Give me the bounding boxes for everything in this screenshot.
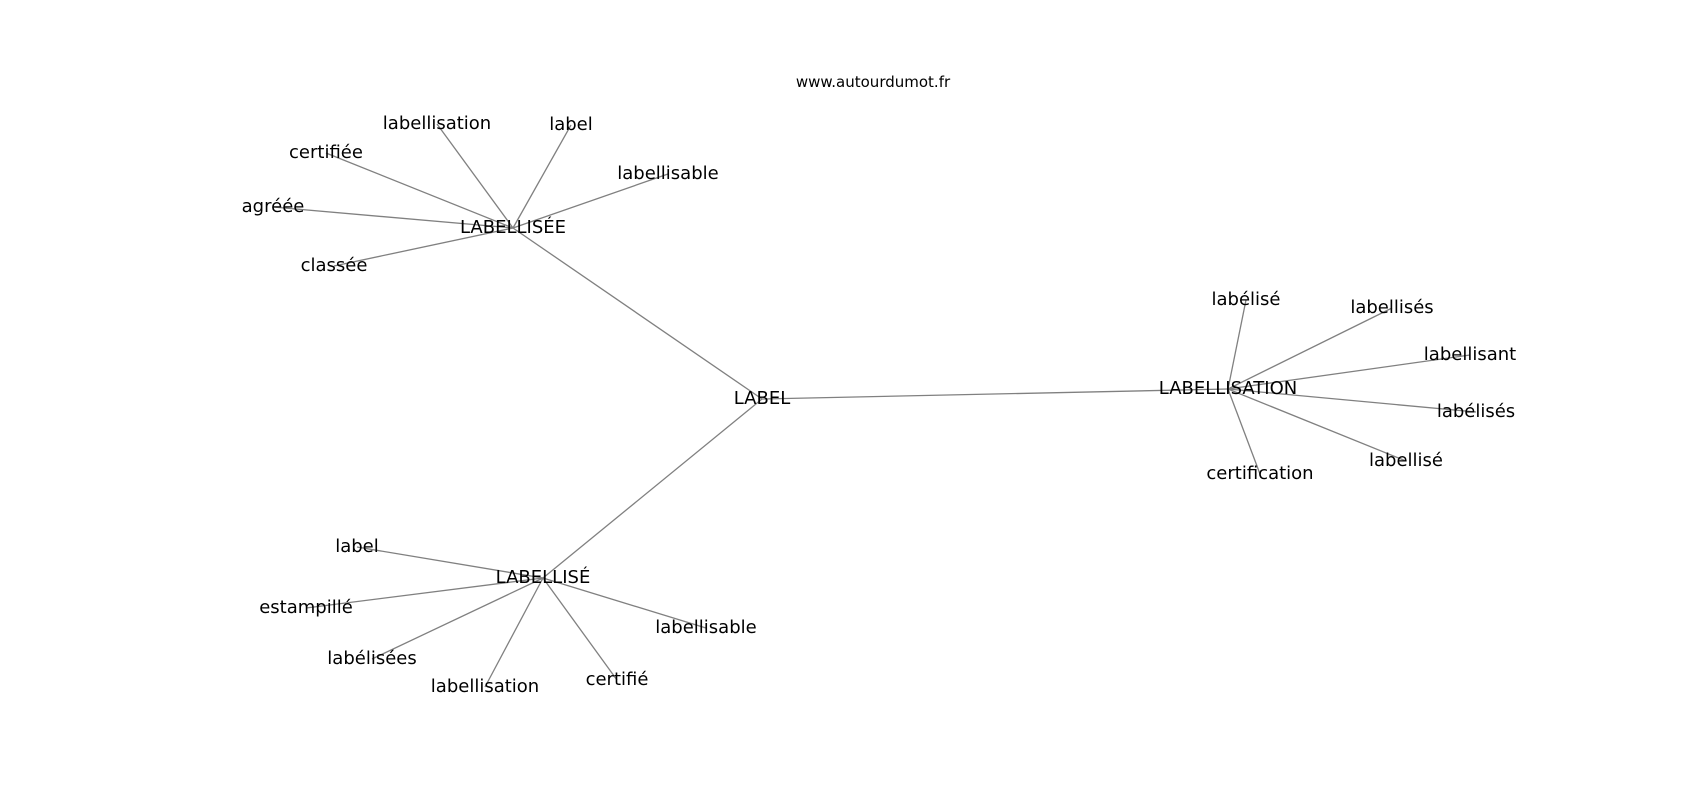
node-center-label[interactable]: LABEL <box>734 388 791 409</box>
edge-labellise-labellisable <box>542 577 707 629</box>
edge-center-labellisation <box>761 388 1229 400</box>
node-word-labellisee-agreee[interactable]: agréée <box>242 196 305 217</box>
node-word-labellisee-labellisation[interactable]: labellisation <box>383 113 491 134</box>
edge-center-labellise <box>542 398 763 579</box>
edge-labellisation-labellisant <box>1227 354 1471 390</box>
edge-labellisee-agreee <box>272 206 514 229</box>
edge-labellise-labellisation <box>484 577 544 688</box>
node-word-labellise-estampille[interactable]: estampillé <box>259 597 353 618</box>
node-word-labellisee-label[interactable]: label <box>549 114 593 135</box>
graph-edges <box>272 123 1477 688</box>
site-credit: www.autourdumot.fr <box>796 73 951 91</box>
node-word-labellise-labellisable[interactable]: labellisable <box>655 617 756 638</box>
edge-labellisee-classee <box>333 227 514 267</box>
node-hub-labellisee[interactable]: LABELLISÉE <box>460 216 566 238</box>
edge-labellise-certifie <box>542 577 618 681</box>
edge-labellisation-labelises <box>1227 388 1477 413</box>
edge-labellisee-certifiee <box>325 152 514 229</box>
node-word-labellisee-certifiee[interactable]: certifiée <box>289 142 363 163</box>
edge-labellisation-labellise <box>1227 388 1407 462</box>
node-word-labellisation-labelise[interactable]: labélisé <box>1212 289 1281 310</box>
node-hub-labellisation[interactable]: LABELLISATION <box>1159 378 1297 399</box>
edge-labellise-label <box>356 546 544 579</box>
node-word-labellisee-classee[interactable]: classée <box>301 255 368 276</box>
edge-labellisee-label <box>512 124 572 229</box>
node-hub-labellise[interactable]: LABELLISÉ <box>496 566 591 588</box>
edge-labellisation-labelise <box>1227 299 1247 390</box>
node-word-labellisation-labelises[interactable]: labélisés <box>1437 401 1515 422</box>
node-word-labellisee-labellisable[interactable]: labellisable <box>617 163 718 184</box>
edge-labellise-estampille <box>305 577 544 609</box>
node-word-labellisation-certification[interactable]: certification <box>1206 463 1313 484</box>
node-word-labellise-labellisation[interactable]: labellisation <box>431 676 539 697</box>
node-word-labellise-labelisees[interactable]: labélisées <box>327 648 416 669</box>
edge-labellisee-labellisation <box>436 123 514 229</box>
node-word-labellisation-labellise[interactable]: labellisé <box>1369 450 1443 471</box>
edge-labellisation-certification <box>1227 388 1261 475</box>
edge-labellise-labelisees <box>371 577 544 660</box>
edge-labellisation-labellises <box>1227 307 1393 390</box>
node-word-labellise-certifie[interactable]: certifié <box>586 669 649 690</box>
edge-labellisee-labellisable <box>512 173 669 229</box>
node-word-labellisation-labellisant[interactable]: labellisant <box>1424 344 1516 365</box>
node-word-labellisation-labellises[interactable]: labellisés <box>1350 297 1433 318</box>
node-word-labellise-label[interactable]: label <box>335 536 379 557</box>
graph-labels: LABEL LABELLISÉE labellisation label certifi… <box>242 113 1517 697</box>
edge-center-labellisee <box>512 227 763 400</box>
